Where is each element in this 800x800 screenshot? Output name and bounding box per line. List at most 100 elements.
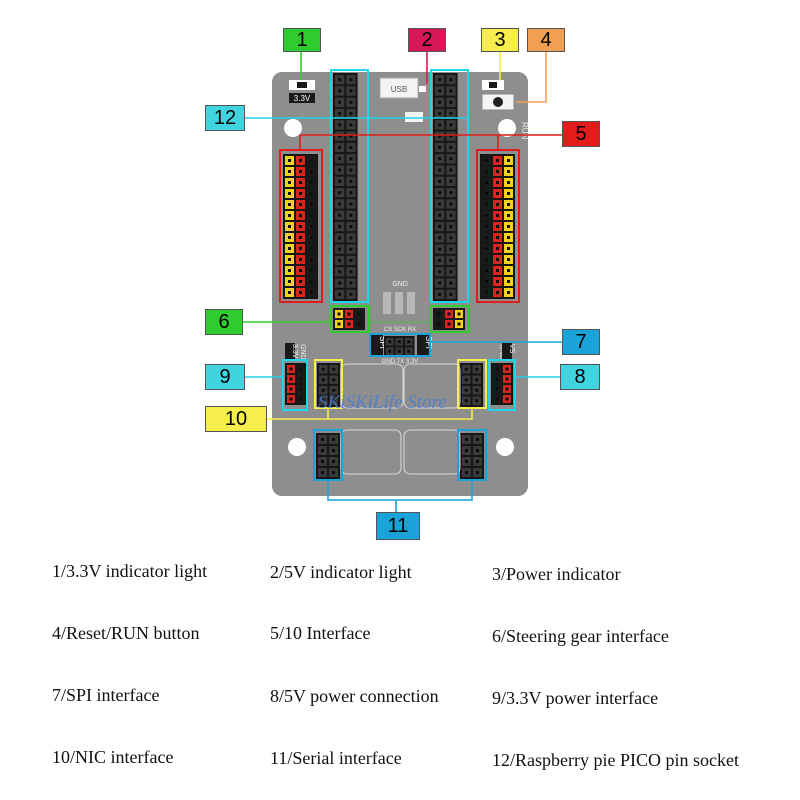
legend-item-2: 2/5V indicator light [270, 562, 412, 582]
usb-label: USB [391, 85, 407, 94]
callout-11: 11 [376, 512, 420, 540]
callout-1: 1 [283, 28, 321, 52]
pin-hole [449, 236, 453, 240]
pin-hole [496, 192, 499, 195]
gnd-left-label: GND [299, 344, 306, 360]
power-indicator-dot [489, 82, 497, 88]
pin-hole [338, 89, 342, 93]
pin-hole [496, 181, 499, 184]
pin-hole [338, 281, 342, 285]
pin-hole [288, 280, 291, 283]
callout-9: 9 [205, 364, 245, 390]
pin-hole [465, 438, 468, 441]
callout-8: 8 [560, 364, 600, 390]
spi-header [384, 336, 415, 357]
pin-hole [288, 203, 291, 206]
pin-hole [388, 349, 392, 353]
pin-hole [332, 460, 335, 463]
pin-hole [485, 225, 488, 228]
gnd-mid-label: GND [392, 281, 408, 288]
pin-hole [438, 191, 442, 195]
pin-hole [310, 181, 313, 184]
pin-hole [299, 236, 302, 239]
pin-hole [437, 322, 441, 326]
pin-hole [465, 471, 468, 474]
pin-hole [338, 179, 342, 183]
pin-hole [338, 112, 342, 116]
pin-hole [438, 112, 442, 116]
pin-hole [349, 168, 353, 172]
vs-right-box [502, 343, 512, 361]
legend-item-6: 6/Steering gear interface [492, 626, 669, 646]
pin-hole [349, 292, 353, 296]
pin-hole [397, 349, 401, 353]
pin-hole [321, 367, 325, 371]
pin-hole [288, 225, 291, 228]
nic-silk-right [403, 363, 461, 409]
pin-hole [407, 349, 411, 353]
highlight-io-left [279, 149, 323, 303]
pin-hole [464, 388, 468, 392]
pin-hole [476, 460, 479, 463]
pin-hole [310, 258, 313, 261]
pin-hole [438, 100, 442, 104]
pin-hole [289, 397, 293, 401]
pin-hole [485, 181, 488, 184]
legend-item-4: 4/Reset/RUN button [52, 623, 200, 643]
leader-lines [243, 52, 562, 512]
pin-hole [438, 145, 442, 149]
pin-hole [449, 134, 453, 138]
pin-hole [496, 225, 499, 228]
nic-header-left [317, 363, 340, 407]
spi-left-box [371, 334, 383, 356]
pin-hole [507, 291, 510, 294]
callout-10: 10 [205, 406, 267, 432]
pin-hole [338, 157, 342, 161]
pin-hole [349, 213, 353, 217]
pin-hole [438, 202, 442, 206]
pin-hole [438, 236, 442, 240]
pin-hole [437, 312, 441, 316]
pin-hole [449, 89, 453, 93]
highlight-servo-left [330, 305, 370, 333]
pin-hole [507, 236, 510, 239]
led-5v [419, 86, 426, 92]
spi-right-box [417, 334, 429, 356]
pin-hole [349, 202, 353, 206]
pin-hole [332, 471, 335, 474]
pin-hole [338, 258, 342, 262]
pad [407, 292, 415, 314]
pin-hole [299, 367, 303, 371]
pin-hole [310, 247, 313, 250]
pin-hole [507, 203, 510, 206]
v33-left-box [285, 343, 295, 361]
pin-hole [507, 170, 510, 173]
pin-hole [505, 367, 509, 371]
pin-hole [496, 269, 499, 272]
callout-5: 5 [562, 121, 600, 147]
serial-header-right [460, 433, 484, 479]
pin-hole [288, 247, 291, 250]
pin-hole [397, 340, 401, 344]
pin-hole [288, 269, 291, 272]
pin-hole [347, 312, 351, 316]
pin-hole [438, 168, 442, 172]
pin-hole [349, 225, 353, 229]
pin-hole [288, 214, 291, 217]
pin-hole [299, 181, 302, 184]
header-body [460, 363, 483, 407]
pin-hole [485, 247, 488, 250]
pin-hole [349, 134, 353, 138]
pin-hole [299, 258, 302, 261]
pin-hole [495, 367, 499, 371]
pin-hole [338, 247, 342, 251]
pin-hole [332, 367, 336, 371]
pin-hole [288, 236, 291, 239]
pin-hole [321, 449, 324, 452]
pin-hole [485, 280, 488, 283]
io-header-right [480, 154, 515, 299]
pin-hole [496, 280, 499, 283]
pin-hole [332, 378, 336, 382]
pin-hole [507, 247, 510, 250]
pin-hole [485, 236, 488, 239]
